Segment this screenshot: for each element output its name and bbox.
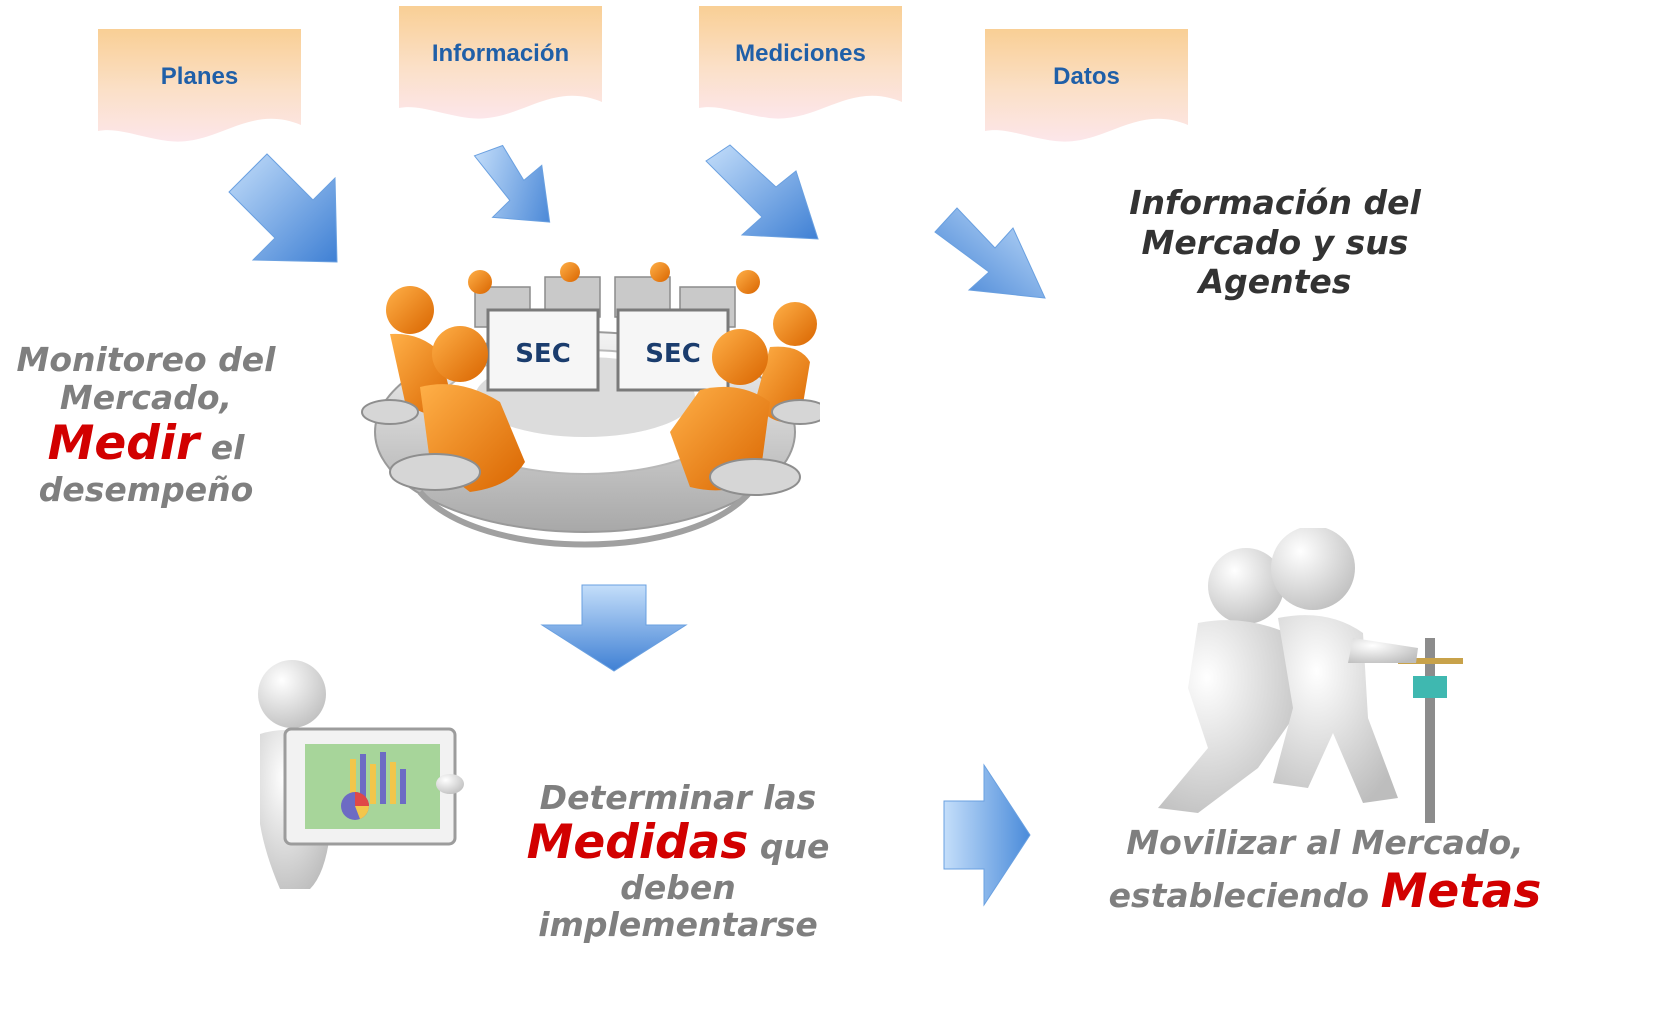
monitoring-table-illustration: SEC SEC <box>361 262 820 548</box>
banner-shape <box>699 6 902 119</box>
banner-informacion-label: Información <box>431 40 570 67</box>
market-info-label: Información del Mercado y sus Agentes <box>1070 183 1480 302</box>
market-info-line1: Información del <box>1129 183 1421 222</box>
arrow-informacion <box>473 144 551 223</box>
screen-logo-right: SEC <box>645 339 701 369</box>
screen-logo-left: SEC <box>515 339 571 369</box>
monitor-line2: Mercado, <box>59 377 233 417</box>
monitor-el: el <box>210 427 245 467</box>
monitor-line4: desempeño <box>38 469 254 509</box>
banner-mediciones: Mediciones <box>699 6 902 129</box>
metas-word: Metas <box>1380 863 1542 919</box>
arrow-right <box>943 763 1031 907</box>
arrow-down <box>540 584 688 672</box>
banner-shape <box>399 6 602 119</box>
determine-que: que <box>759 826 830 866</box>
banner-planes-label: Planes <box>160 63 239 90</box>
mobilize-line1: Movilizar al Mercado, <box>1126 823 1524 862</box>
determine-line1: Determinar las <box>539 778 817 817</box>
monitor-label: Monitoreo del Mercado, Medir el desempeñ… <box>0 341 292 509</box>
banner-datos-label: Datos <box>1053 63 1120 90</box>
banner-shape <box>98 29 301 142</box>
banner-planes: Planes <box>98 29 301 152</box>
banner-mediciones-label: Mediciones <box>735 40 866 67</box>
mobilize-label: Movilizar al Mercado, estableciendo Meta… <box>1090 822 1560 922</box>
mini-bar-chart <box>350 752 406 804</box>
banner-informacion: Información <box>399 6 602 129</box>
arrow-planes <box>228 153 338 263</box>
market-info-line3: Agentes <box>1198 262 1352 302</box>
monitor-line1: Monitoreo del <box>16 340 276 379</box>
market-info-line2: Mercado y sus <box>1141 222 1409 262</box>
banner-shape <box>985 29 1188 142</box>
presenter-illustration <box>230 654 488 894</box>
banner-datos: Datos <box>985 29 1188 152</box>
arrow-datos <box>934 207 1046 299</box>
arrow-mediciones <box>705 144 819 240</box>
medir-word: Medir <box>47 415 200 471</box>
mobilize-estableciendo: estableciendo <box>1108 875 1370 915</box>
determine-label: Determinar las Medidas que deben impleme… <box>488 778 868 944</box>
determine-line4: implementarse <box>538 904 818 944</box>
medidas-word: Medidas <box>526 814 749 870</box>
determine-line3: deben <box>620 867 736 907</box>
pushing-figures-illustration <box>1098 528 1473 828</box>
mini-pie-chart <box>341 792 369 820</box>
